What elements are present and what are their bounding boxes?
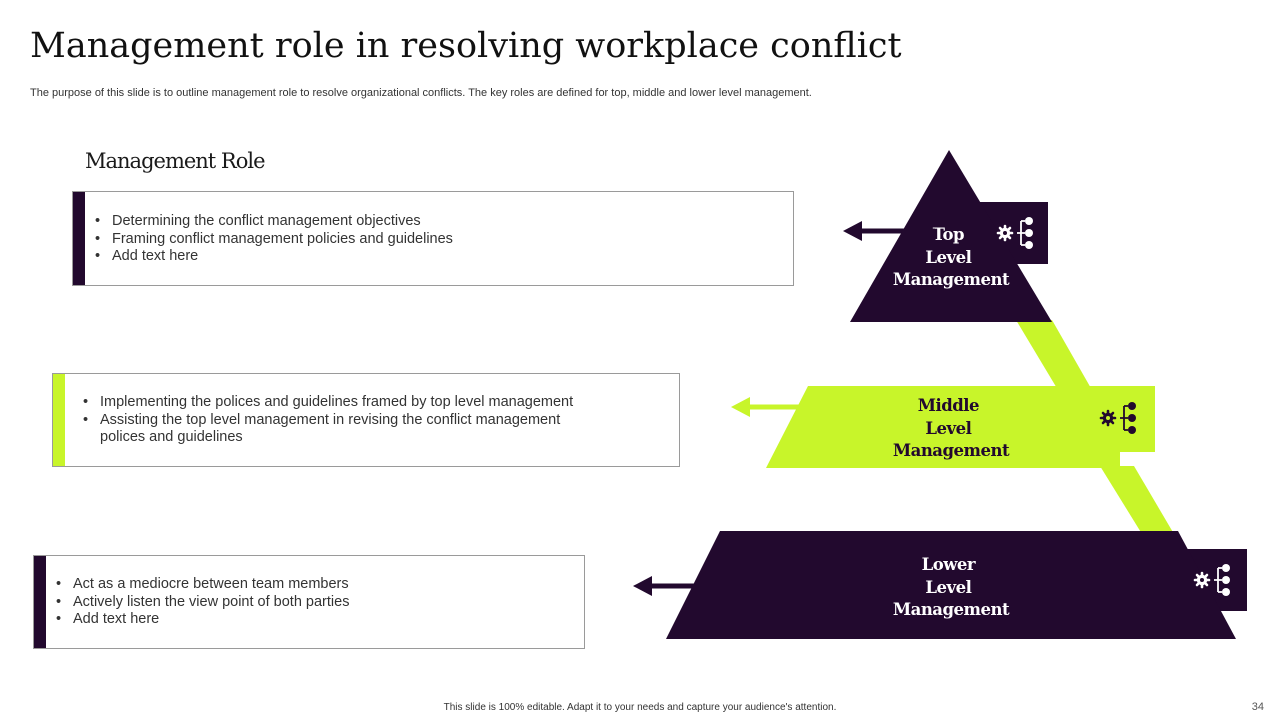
- section-heading: Management Role: [85, 149, 266, 173]
- lower-level-points: Act as a mediocre between team members A…: [54, 576, 349, 629]
- top-level-triangle: [850, 150, 1052, 322]
- top-level-role-box: Determining the conflict management obje…: [72, 191, 794, 286]
- lower-level-role-box: Act as a mediocre between team members A…: [33, 555, 585, 649]
- accent-bar: [73, 192, 85, 285]
- list-item: Add text here: [93, 248, 453, 266]
- top-level-label: Top Level Management: [893, 225, 1010, 289]
- lower-level-trapezoid: [666, 531, 1236, 639]
- slide-title: Management role in resolving workplace c…: [30, 26, 902, 66]
- top-connector: [1016, 320, 1092, 390]
- list-item: Add text here: [54, 611, 349, 629]
- middle-level-label: Middle Level Management: [893, 396, 1010, 460]
- list-item: Act as a mediocre between team members: [54, 576, 349, 594]
- bottom-connector: [1100, 466, 1174, 534]
- accent-bar: [53, 374, 65, 466]
- accent-bar: [34, 556, 46, 648]
- middle-level-points: Implementing the polices and guidelines …: [81, 394, 601, 447]
- top-level-points: Determining the conflict management obje…: [93, 213, 453, 266]
- middle-level-role-box: Implementing the polices and guidelines …: [52, 373, 680, 467]
- list-item: Actively listen the view point of both p…: [54, 594, 349, 612]
- left-arrow-icon: [633, 576, 700, 596]
- left-arrow-icon: [731, 397, 805, 417]
- list-item: Assisting the top level management in re…: [81, 412, 601, 447]
- left-arrow-icon: [843, 221, 935, 241]
- list-item: Framing conflict management policies and…: [93, 231, 453, 249]
- slide-subtitle: The purpose of this slide is to outline …: [30, 87, 812, 99]
- footer-note: This slide is 100% editable. Adapt it to…: [443, 702, 837, 713]
- lower-level-label: Lower Level Management: [893, 555, 1010, 619]
- page-number: 34: [1251, 701, 1264, 713]
- list-item: Implementing the polices and guidelines …: [81, 394, 601, 412]
- middle-level-band: [766, 386, 1155, 468]
- list-item: Determining the conflict management obje…: [93, 213, 453, 231]
